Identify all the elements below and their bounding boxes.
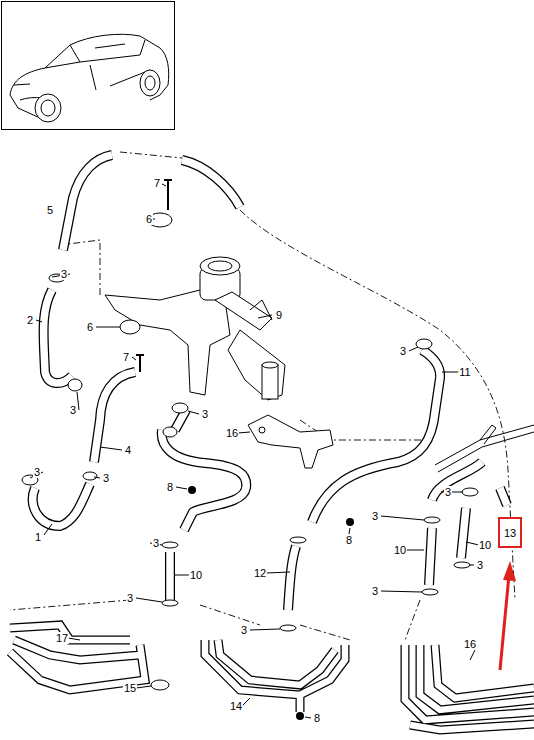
callout-number: 10 xyxy=(189,569,203,581)
callout-number: 14 xyxy=(229,700,243,712)
callout-number: 15 xyxy=(123,682,137,694)
callout-number: 11 xyxy=(458,366,471,378)
callout-number: 3 xyxy=(399,345,407,357)
callout-number: 6 xyxy=(145,213,153,225)
callout-number: 3 xyxy=(240,624,248,636)
highlight-box: 13 xyxy=(498,517,522,548)
callout-number: 8 xyxy=(345,534,353,546)
callout-number: 8 xyxy=(313,712,321,724)
callout-number: 16 xyxy=(225,427,239,439)
callout-number: 10 xyxy=(393,544,407,556)
callout-number: 6 xyxy=(86,321,94,333)
callout-number: 3 xyxy=(152,537,160,549)
callout-number: 3 xyxy=(371,510,379,522)
callout-number: 1 xyxy=(34,531,42,543)
callout-number: 16 xyxy=(463,638,477,650)
callout-number: 2 xyxy=(26,314,34,326)
callout-number: 3 xyxy=(102,472,110,484)
callout-number: 17 xyxy=(55,632,69,644)
callout-number: 3 xyxy=(444,486,452,498)
callout-number: 3 xyxy=(371,585,379,597)
callout-number: 7 xyxy=(122,351,130,363)
callout-number: 3 xyxy=(126,592,134,604)
callout-number: 3 xyxy=(201,408,209,420)
callout-number: 9 xyxy=(275,309,283,321)
callout-number: 12 xyxy=(253,567,267,579)
callout-number: 13 xyxy=(504,527,516,539)
callout-number: 3 xyxy=(33,466,41,478)
callout-number: 3 xyxy=(69,404,77,416)
callout-number: 8 xyxy=(166,481,174,493)
callout-number: 3 xyxy=(60,268,68,280)
callout-number: 4 xyxy=(124,444,132,456)
callout-number: 3 xyxy=(476,559,484,571)
callout-number: 5 xyxy=(46,204,54,216)
callout-number: 7 xyxy=(153,177,161,189)
callout-number: 10 xyxy=(478,539,492,551)
